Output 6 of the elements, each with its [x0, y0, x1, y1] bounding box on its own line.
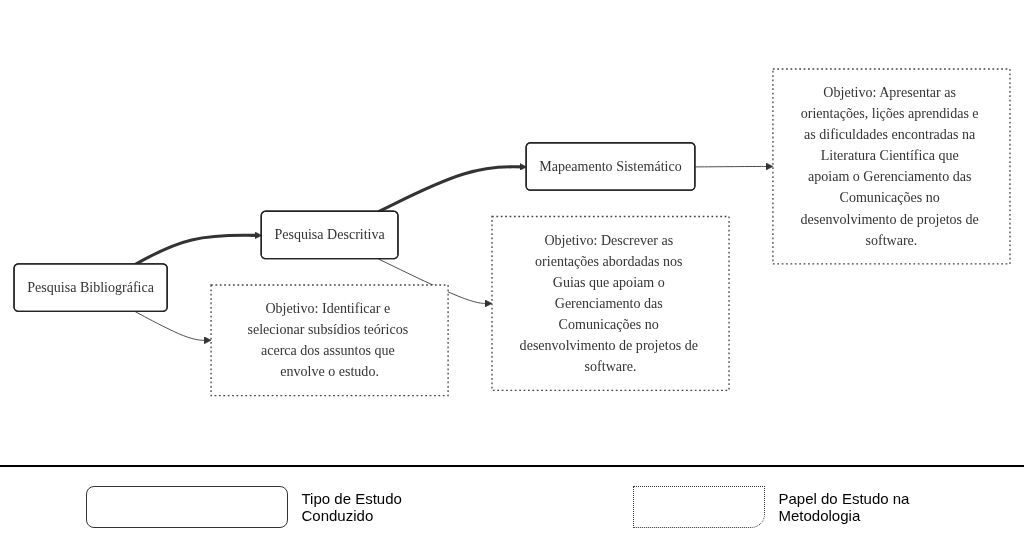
- node-box: Objetivo: Descrever as orientações abordadas nos Guias que apoiam o Gerenciamento das Comunicações no desenvolvimento de projetos de software.: [491, 216, 730, 392]
- node-box: Objetivo: Identificar e selecionar subsídios teóricos acerca dos assuntos que envolve o estudo.: [210, 284, 449, 397]
- arrow: [134, 231, 262, 266]
- node-box: Objetivo: Apresentar as orientações, lições aprendidas e as dificuldades encontradas na Literatura Científica que apoiam o Gerenciamento das Comunicações no desenvolvimento de projetos de software.: [772, 68, 1011, 265]
- legend-text: Papel do Estudo na Metodologia: [778, 490, 911, 524]
- legend-text: Tipo de Estudo Conduzido: [301, 490, 403, 524]
